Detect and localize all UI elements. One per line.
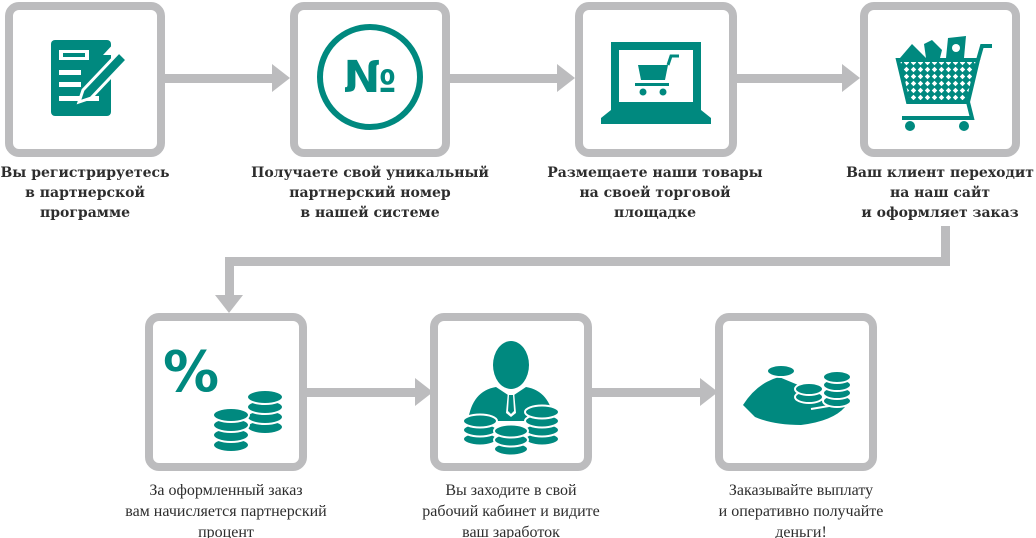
caption-line: Получаете свой уникальный [251,165,489,181]
caption-line: площадке [613,205,697,221]
caption-line: деньги! [775,524,827,538]
connector-6-7 [590,388,702,397]
step-6-caption: Вы заходите в свой рабочий кабинет и вид… [386,480,636,538]
caption-line: рабочий кабинет и видите [422,503,600,520]
caption-line: Размещаете наши товары [547,165,763,181]
caption-line: Вы заходите в свой [445,482,577,499]
caption-line: программе [39,205,131,221]
connector-2-3 [450,74,560,83]
arrow-2-3 [557,64,575,92]
step-4-caption: Ваш клиент переходит на наш сайт и оформ… [835,163,1036,223]
step-1-box [5,2,165,157]
caption-line: вам начисляется партнерский [125,503,327,520]
businessman-coins-icon [462,341,560,457]
caption-line: в нашей системе [300,205,440,221]
caption-line: партнерский номер [289,185,451,201]
step-3-caption: Размещаете наши товары на своей торговой… [540,163,770,223]
step-2-caption: Получаете свой уникальный партнерский но… [240,163,500,223]
caption-line: и оформляет заказ [861,205,1019,221]
caption-line: на наш сайт [889,185,991,201]
connector-3-4 [735,74,845,83]
arrow-1-2 [272,64,290,92]
caption-line: в партнерской [25,185,145,201]
step-4-box [860,2,1020,157]
step-7-box [715,313,877,471]
shopping-cart-icon [895,36,992,131]
caption-line: Вы регистрируетесь [0,165,170,181]
connector-4-5-across [225,257,950,266]
step-1-caption: Вы регистрируетесь в партнерской програм… [0,163,180,223]
laptop-cart-icon [601,42,711,124]
percent-symbol: % [163,340,219,405]
connector-4-5-drop [225,257,234,297]
step-3-box [575,2,737,157]
percent-coins-icon: % [163,340,284,453]
hand-coins-icon [743,364,852,425]
caption-line: Заказывайте выплату [728,482,874,499]
step-6-box [430,313,592,471]
form-pen-icon [51,40,130,116]
step-7-caption: Заказывайте выплату и оперативно получай… [676,480,926,538]
arrow-4-5 [215,295,243,313]
number-symbol: № [344,52,397,103]
arrow-5-6 [415,378,433,406]
arrow-6-7 [700,378,718,406]
connector-1-2 [162,74,274,83]
arrow-3-4 [842,64,860,92]
connector-5-6 [305,388,417,397]
caption-line: процент [198,524,254,538]
step-2-box: № [290,2,450,157]
number-sign-icon: № [317,24,423,130]
step-5-caption: За оформленный заказ вам начисляется пар… [96,480,356,538]
connector-4-5-down [941,226,950,266]
caption-line: Ваш клиент переходит [846,165,1034,181]
caption-line: ваш заработок [462,524,560,538]
caption-line: За оформленный заказ [149,482,303,499]
caption-line: и оперативно получайте [718,503,884,520]
caption-line: на своей торговой [579,185,731,201]
step-5-box: % [145,313,307,471]
